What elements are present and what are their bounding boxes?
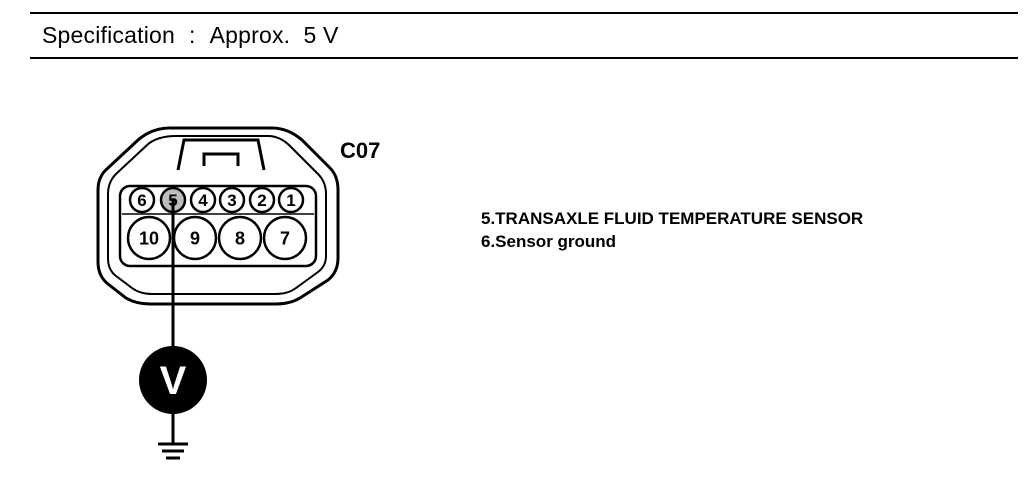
legend-item-pin-5: 5.TRANSAXLE FLUID TEMPERATURE SENSOR	[481, 209, 864, 228]
connector-lock-tab	[176, 138, 266, 171]
ground-symbol-icon	[158, 442, 188, 460]
pin-label: 4	[198, 191, 208, 210]
connector-inner-outline	[107, 135, 327, 295]
bottom-rule	[30, 57, 1018, 59]
pin-label: 7	[280, 228, 290, 248]
pin-10: 10	[126, 215, 172, 261]
pin-4: 4	[189, 186, 217, 214]
pin-label: 6	[137, 191, 146, 210]
voltmeter-symbol: V	[160, 359, 187, 403]
pin-7: 7	[262, 215, 308, 261]
spec-label: Specification	[42, 22, 176, 48]
pin-2: 2	[248, 186, 276, 214]
top-rule	[30, 12, 1018, 14]
legend-item-pin-6: 6.Sensor ground	[481, 232, 617, 251]
connector-id: C07	[340, 138, 381, 163]
pin-8: 8	[217, 215, 263, 261]
pin-label: 8	[235, 228, 245, 248]
connector-housing	[96, 126, 340, 306]
pin-label: 10	[139, 228, 159, 248]
pin-9: 9	[172, 215, 218, 261]
spec-value: Approx. 5 V	[209, 22, 339, 48]
voltmeter-body	[139, 346, 207, 414]
pin-label: 3	[227, 191, 236, 210]
connector-lock-notch	[202, 152, 240, 166]
spec-separator: :	[189, 22, 196, 48]
pin-3: 3	[218, 186, 246, 214]
pin-label: 1	[286, 191, 295, 210]
pin-frame	[118, 184, 318, 268]
pin-label: 9	[190, 228, 200, 248]
pin-legend: 5.TRANSAXLE FLUID TEMPERATURE SENSOR 6.S…	[481, 207, 863, 253]
pin-6: 6	[128, 186, 156, 214]
pin-1: 1	[277, 186, 305, 214]
pin-label: 2	[257, 191, 266, 210]
specification-line: Specification: Approx. 5 V	[42, 22, 353, 49]
